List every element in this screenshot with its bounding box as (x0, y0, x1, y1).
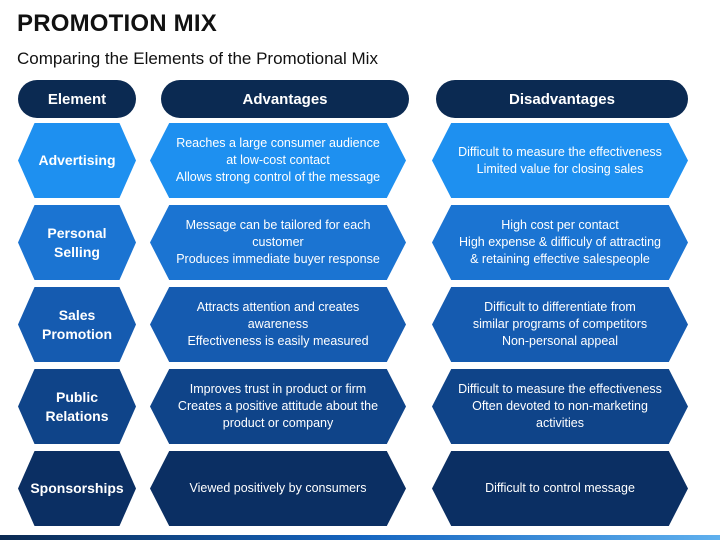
element-label: Advertising (38, 152, 116, 168)
advantages-text: Viewed positively by consumers (189, 481, 367, 495)
page-title: PROMOTION MIX (17, 10, 217, 37)
row-advertising-element: Advertising (18, 123, 136, 198)
element-label: Public Relations (45, 388, 109, 424)
advantages-text: Improves trust in product or firm Create… (177, 382, 379, 430)
disadvantages-text: Difficult to control message (485, 481, 635, 495)
disadvantages-text: Difficult to measure the effectiveness O… (458, 382, 662, 430)
row-advertising-advantages: Reaches a large consumer audience at low… (150, 123, 406, 198)
advantages-text: Reaches a large consumer audience at low… (175, 136, 381, 184)
row-public-relations-element: Public Relations (18, 369, 136, 444)
column-header-disadvantages: Disadvantages (436, 80, 688, 118)
row-sales-promotion-element: Sales Promotion (18, 287, 136, 362)
row-personal-selling-element: Personal Selling (18, 205, 136, 280)
row-personal-selling-disadvantages: High cost per contact High expense & dif… (432, 205, 688, 280)
disadvantages-text: High cost per contact High expense & dif… (459, 218, 661, 266)
advantages-text: Attracts attention and creates awareness… (187, 300, 369, 348)
row-public-relations-advantages: Improves trust in product or firm Create… (150, 369, 406, 444)
element-label: Sales Promotion (42, 306, 112, 342)
disadvantages-text: Difficult to measure the effectiveness L… (458, 144, 662, 176)
row-sales-promotion-advantages: Attracts attention and creates awareness… (150, 287, 406, 362)
row-public-relations-disadvantages: Difficult to measure the effectiveness O… (432, 369, 688, 444)
row-advertising-disadvantages: Difficult to measure the effectiveness L… (432, 123, 688, 198)
page-subtitle: Comparing the Elements of the Promotiona… (17, 49, 378, 68)
row-sponsorships-advantages: Viewed positively by consumers (150, 451, 406, 526)
bottom-accent-bar (0, 535, 720, 540)
row-personal-selling-advantages: Message can be tailored for each custome… (150, 205, 406, 280)
disadvantages-text: Difficult to differentiate from similar … (472, 300, 648, 348)
row-sales-promotion-disadvantages: Difficult to differentiate from similar … (432, 287, 688, 362)
row-sponsorships-disadvantages: Difficult to control message (432, 451, 688, 526)
element-label: Sponsorships (30, 480, 124, 496)
element-label: Personal Selling (47, 224, 107, 260)
column-header-element: Element (18, 80, 136, 118)
column-header-advantages: Advantages (161, 80, 409, 118)
advantages-text: Message can be tailored for each custome… (176, 218, 380, 266)
row-sponsorships-element: Sponsorships (18, 451, 136, 526)
